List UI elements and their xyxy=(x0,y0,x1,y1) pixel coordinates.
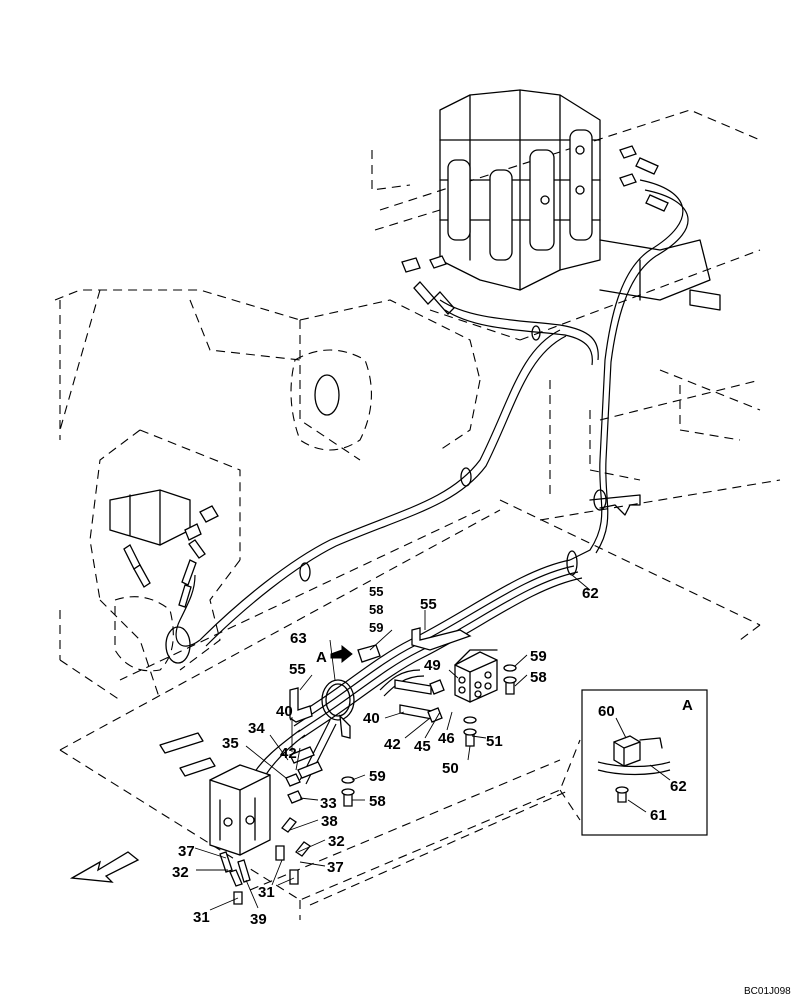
lower-valve-block xyxy=(209,764,311,905)
callout-labels: 62 55 58 59 55 63 55 40 34 35 42 33 40 4… xyxy=(172,584,599,928)
callout-35: 35 xyxy=(222,735,239,752)
callout-33: 33 xyxy=(320,795,337,812)
callout-63: 63 xyxy=(290,630,307,647)
callout-58-lower: 58 xyxy=(369,793,386,810)
bolts-washers xyxy=(341,664,517,807)
callout-31-left: 31 xyxy=(193,909,210,926)
clamp-ring-63 xyxy=(321,679,355,721)
hose-fittings xyxy=(285,679,445,804)
callout-55-left: 55 xyxy=(289,661,306,678)
view-a-label-61: 61 xyxy=(650,807,667,824)
control-valve-assembly xyxy=(401,89,721,315)
direction-arrow xyxy=(69,732,216,883)
view-a-marker: A xyxy=(316,644,353,666)
callout-51: 51 xyxy=(486,733,503,750)
callout-39: 39 xyxy=(250,911,267,928)
callout-55-right: 55 xyxy=(420,596,437,613)
callout-55-stack: 55 xyxy=(369,584,383,599)
machine-frame-outline xyxy=(54,109,781,920)
drawing-code: BC01J098 xyxy=(744,986,791,997)
callout-59-right: 59 xyxy=(530,648,547,665)
callout-32-left: 32 xyxy=(172,864,189,881)
hose-brackets xyxy=(289,627,472,739)
callout-37-right: 37 xyxy=(327,859,344,876)
callout-45: 45 xyxy=(414,738,431,755)
callout-40-left: 40 xyxy=(276,703,293,720)
callout-42-right: 42 xyxy=(384,736,401,753)
callout-40-right: 40 xyxy=(363,710,380,727)
callout-50: 50 xyxy=(442,760,459,777)
pilot-valve-block xyxy=(109,489,219,608)
callout-58-stack: 58 xyxy=(369,602,383,617)
callout-49: 49 xyxy=(424,657,441,674)
callout-58-right: 58 xyxy=(530,669,547,686)
callout-59-stack: 59 xyxy=(369,620,383,635)
view-a-label-62: 62 xyxy=(670,778,687,795)
view-a-label-60: 60 xyxy=(598,703,615,720)
callout-62: 62 xyxy=(582,585,599,602)
callout-31-right: 31 xyxy=(258,884,275,901)
callout-46: 46 xyxy=(438,730,455,747)
detail-view-a: A 60 62 61 xyxy=(581,689,708,836)
leader-lines xyxy=(194,574,591,911)
callout-34: 34 xyxy=(248,720,265,737)
view-a-marker-label: A xyxy=(316,649,327,666)
callout-37-left: 37 xyxy=(178,843,195,860)
callout-42-left: 42 xyxy=(280,745,297,762)
callout-32-right: 32 xyxy=(328,833,345,850)
callout-59-lower: 59 xyxy=(369,768,386,785)
callout-38: 38 xyxy=(321,813,338,830)
detail-view-a-title: A xyxy=(682,697,693,714)
junction-block-49 xyxy=(454,649,498,703)
